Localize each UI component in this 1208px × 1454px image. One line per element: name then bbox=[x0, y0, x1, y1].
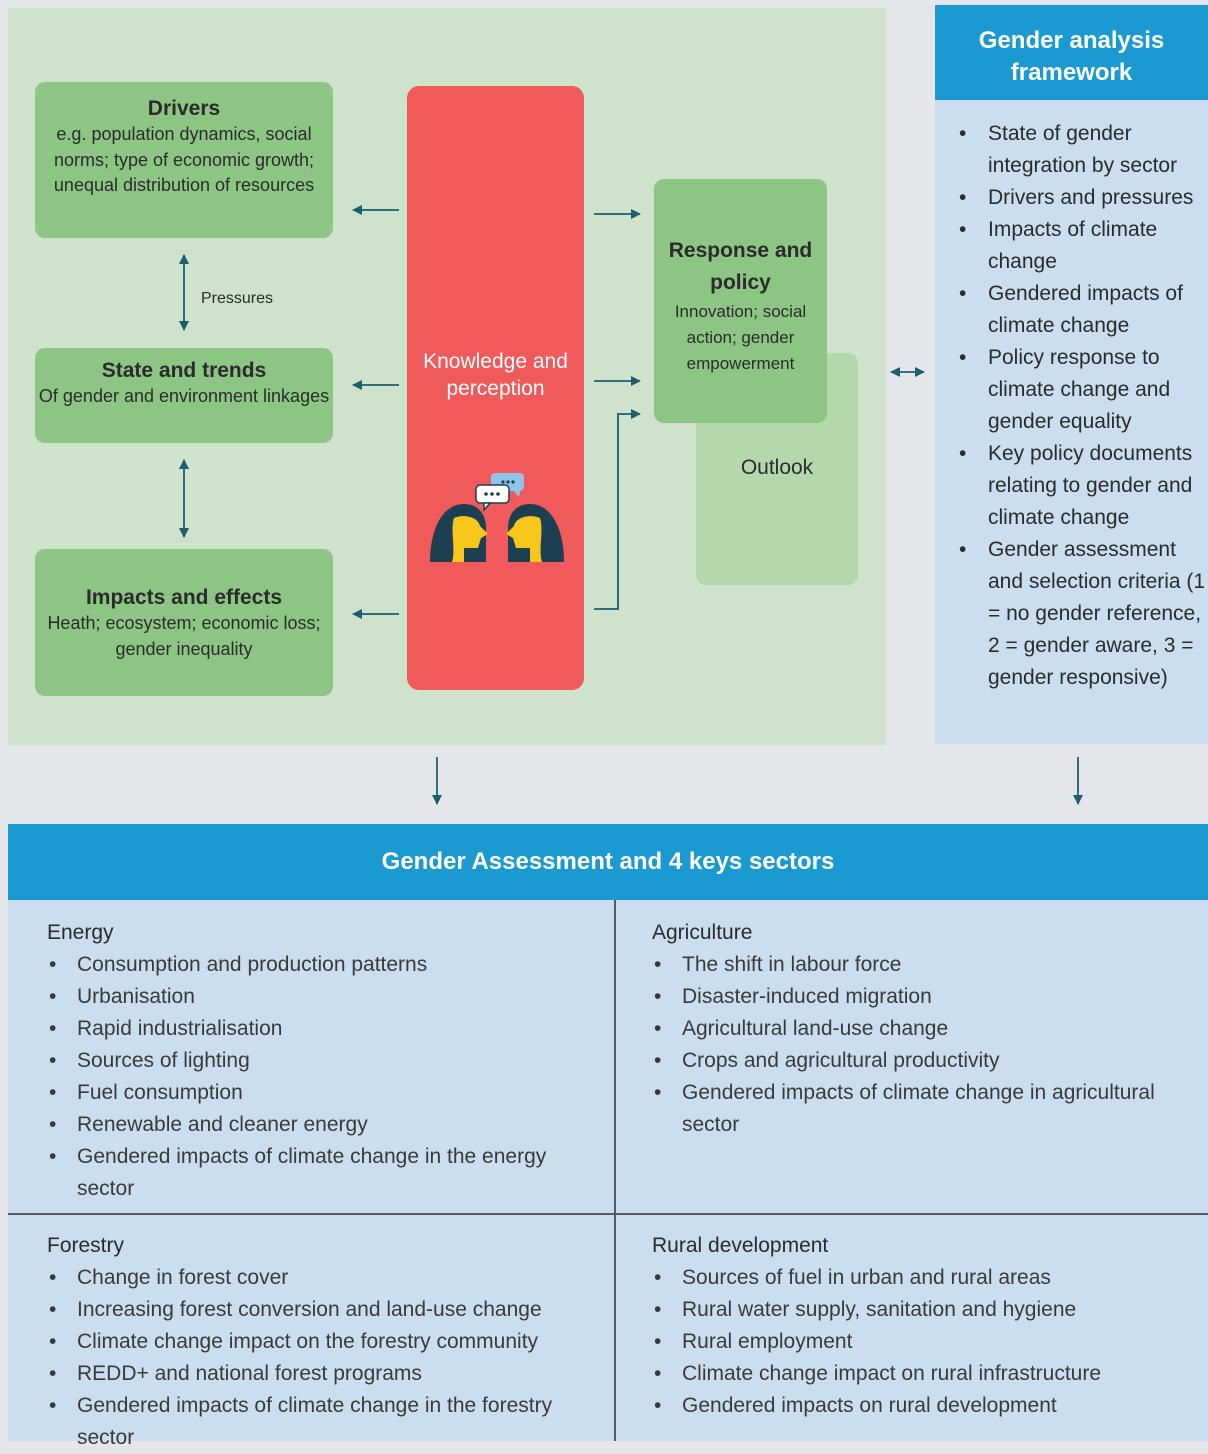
sector-item: Sources of fuel in urban and rural areas bbox=[652, 1262, 1182, 1294]
framework-item: Gendered impacts of climate change bbox=[955, 278, 1208, 342]
knowledge-box bbox=[407, 86, 584, 690]
impacts-box: Impacts and effects Heath; ecosystem; ec… bbox=[35, 549, 333, 696]
impacts-title: Impacts and effects bbox=[85, 586, 283, 609]
sector-list: The shift in labour force Disaster-induc… bbox=[652, 949, 1182, 1141]
sector-item: Rural employment bbox=[652, 1326, 1182, 1358]
drivers-title: Drivers bbox=[147, 97, 221, 120]
sector-item: Change in forest cover bbox=[47, 1262, 607, 1294]
sector-item: Increasing forest conversion and land-us… bbox=[47, 1294, 607, 1326]
sector-item: Crops and agricultural productivity bbox=[652, 1045, 1182, 1077]
response-box: Response and policy Innovation; social a… bbox=[654, 179, 827, 423]
knowledge-label: Knowledge and perception bbox=[423, 350, 568, 400]
framework-item: Drivers and pressures bbox=[955, 182, 1208, 214]
drivers-box: Drivers e.g. population dynamics, social… bbox=[35, 82, 333, 238]
pressures-label: Pressures bbox=[201, 290, 274, 307]
sector-title: Agriculture bbox=[652, 921, 753, 944]
sector-forestry: Forestry Change in forest cover Increasi… bbox=[47, 1230, 607, 1454]
sector-agriculture: Agriculture The shift in labour force Di… bbox=[652, 917, 1182, 1141]
sector-item: Disaster-induced migration bbox=[652, 981, 1182, 1013]
sector-item: Gendered impacts on rural development bbox=[652, 1390, 1182, 1422]
sector-title: Energy bbox=[47, 921, 114, 944]
state-box: State and trends Of gender and environme… bbox=[35, 348, 333, 443]
people-conversation-icon bbox=[430, 473, 564, 562]
framework-title: Gender analysis framework bbox=[935, 5, 1208, 100]
sector-item: Climate change impact on rural infrastru… bbox=[652, 1358, 1182, 1390]
response-description: Innovation; social action; gender empowe… bbox=[674, 302, 807, 373]
drivers-description: e.g. population dynamics, social norms; … bbox=[53, 124, 315, 195]
sector-energy: Energy Consumption and production patter… bbox=[47, 917, 607, 1205]
sector-item: Fuel consumption bbox=[47, 1077, 607, 1109]
framework-item: State of gender integration by sector bbox=[955, 118, 1208, 182]
sector-rural-development: Rural development Sources of fuel in urb… bbox=[652, 1230, 1182, 1422]
assessment-title: Gender Assessment and 4 keys sectors bbox=[8, 824, 1208, 900]
framework-item: Gender assessment and selection criteria… bbox=[955, 534, 1208, 694]
impacts-description: Heath; ecosystem; economic loss; gender … bbox=[47, 613, 321, 659]
sector-list: Consumption and production patterns Urba… bbox=[47, 949, 607, 1205]
state-description: Of gender and environment linkages bbox=[38, 386, 330, 406]
sector-list: Sources of fuel in urban and rural areas… bbox=[652, 1262, 1182, 1422]
outlook-label: Outlook bbox=[740, 456, 814, 479]
sector-item: The shift in labour force bbox=[652, 949, 1182, 981]
arrow-feedback bbox=[594, 409, 641, 610]
sector-item: Agricultural land-use change bbox=[652, 1013, 1182, 1045]
sector-title: Forestry bbox=[47, 1234, 125, 1257]
sector-title: Rural development bbox=[652, 1234, 829, 1257]
sector-divider-horizontal bbox=[8, 1213, 1208, 1215]
sector-item: REDD+ and national forest programs bbox=[47, 1358, 607, 1390]
sector-item: Renewable and cleaner energy bbox=[47, 1109, 607, 1141]
sector-list: Change in forest cover Increasing forest… bbox=[47, 1262, 607, 1454]
framework-item: Impacts of climate change bbox=[955, 214, 1208, 278]
framework-item: Policy response to climate change and ge… bbox=[955, 342, 1208, 438]
sector-divider-vertical bbox=[614, 900, 616, 1441]
sector-item: Sources of lighting bbox=[47, 1045, 607, 1077]
sector-item: Rural water supply, sanitation and hygie… bbox=[652, 1294, 1182, 1326]
sector-item: Climate change impact on the forestry co… bbox=[47, 1326, 607, 1358]
sector-item: Gendered impacts of climate change in th… bbox=[47, 1390, 607, 1454]
sector-item: Gendered impacts of climate change in ag… bbox=[652, 1077, 1182, 1141]
framework-list: State of gender integration by sector Dr… bbox=[955, 118, 1208, 694]
framework-item: Key policy documents relating to gender … bbox=[955, 438, 1208, 534]
sector-item: Consumption and production patterns bbox=[47, 949, 607, 981]
sector-item: Gendered impacts of climate change in th… bbox=[47, 1141, 607, 1205]
sector-item: Urbanisation bbox=[47, 981, 607, 1013]
sector-item: Rapid industrialisation bbox=[47, 1013, 607, 1045]
response-title: Response and policy bbox=[668, 239, 813, 294]
state-title: State and trends bbox=[101, 359, 267, 382]
